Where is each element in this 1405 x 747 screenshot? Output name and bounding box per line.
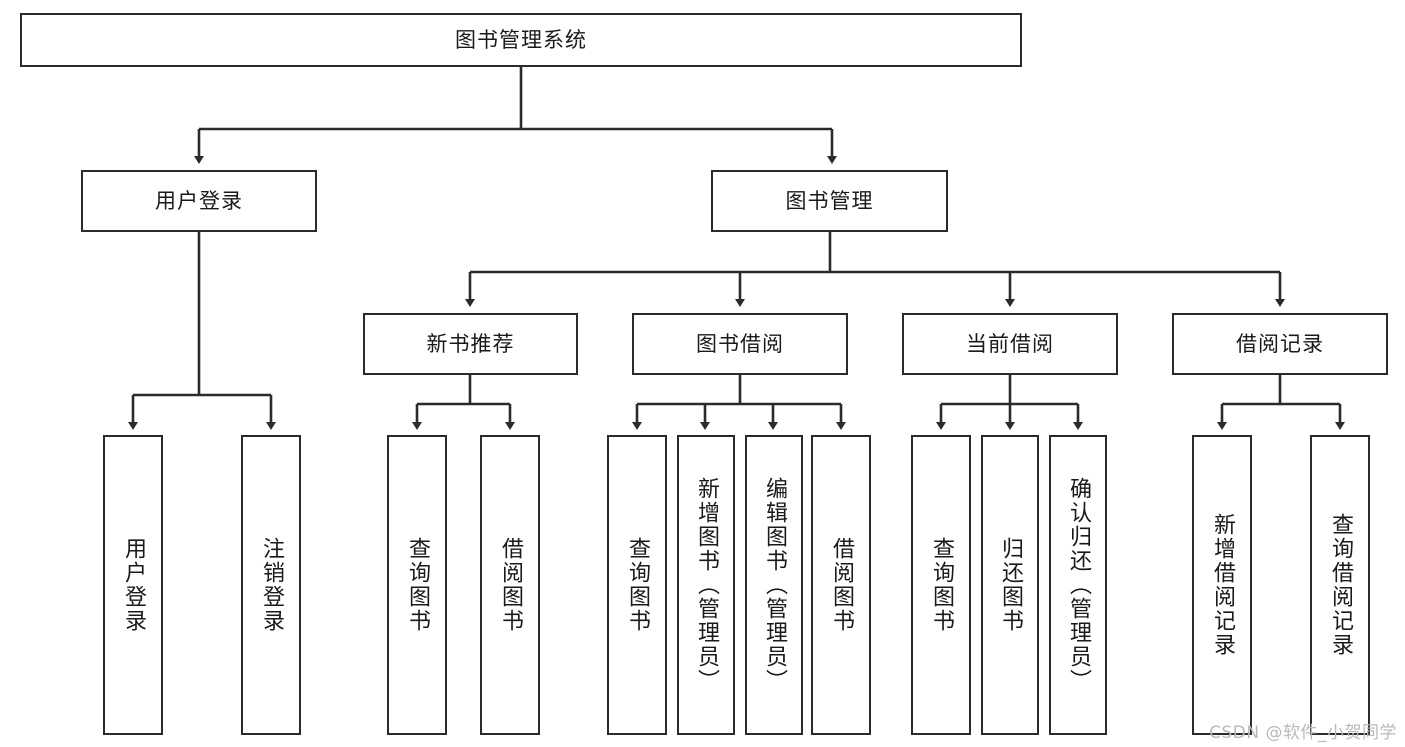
node-borrow-record-label: 借阅记录 bbox=[1236, 331, 1324, 356]
leaf-query-book-current[interactable]: 查询图书 bbox=[911, 435, 971, 735]
node-borrow-record[interactable]: 借阅记录 bbox=[1172, 313, 1388, 375]
leaf-borrow-book-recommend[interactable]: 借阅图书 bbox=[480, 435, 540, 735]
leaf-return-book[interactable]: 归还图书 bbox=[981, 435, 1039, 735]
node-new-book-recommend-label: 新书推荐 bbox=[426, 331, 515, 356]
leaf-confirm-return-admin[interactable]: 确认归还（管理员） bbox=[1049, 435, 1107, 735]
node-book-borrow-label: 图书借阅 bbox=[696, 331, 784, 356]
node-new-book-recommend[interactable]: 新书推荐 bbox=[363, 313, 578, 375]
leaf-query-book-recommend[interactable]: 查询图书 bbox=[387, 435, 447, 735]
leaf-query-book-borrow-label: 查询图书 bbox=[624, 537, 650, 633]
leaf-edit-book-admin-label: 编辑图书（管理员） bbox=[761, 477, 787, 693]
leaf-add-borrow-record-label: 新增借阅记录 bbox=[1209, 513, 1235, 657]
node-current-borrow-label: 当前借阅 bbox=[966, 331, 1054, 356]
node-book-management[interactable]: 图书管理 bbox=[711, 170, 948, 232]
leaf-query-borrow-record[interactable]: 查询借阅记录 bbox=[1310, 435, 1370, 735]
node-book-borrow[interactable]: 图书借阅 bbox=[632, 313, 848, 375]
node-root-label: 图书管理系统 bbox=[455, 27, 587, 52]
leaf-borrow-book-recommend-label: 借阅图书 bbox=[497, 537, 523, 633]
leaf-logout[interactable]: 注销登录 bbox=[241, 435, 301, 735]
leaf-user-login-label: 用户登录 bbox=[120, 537, 146, 633]
node-user-login[interactable]: 用户登录 bbox=[81, 170, 317, 232]
leaf-user-login[interactable]: 用户登录 bbox=[103, 435, 163, 735]
node-book-management-label: 图书管理 bbox=[785, 188, 874, 213]
node-current-borrow[interactable]: 当前借阅 bbox=[902, 313, 1118, 375]
node-user-login-label: 用户登录 bbox=[155, 188, 243, 213]
leaf-edit-book-admin[interactable]: 编辑图书（管理员） bbox=[745, 435, 803, 735]
leaf-add-borrow-record[interactable]: 新增借阅记录 bbox=[1192, 435, 1252, 735]
leaf-query-book-current-label: 查询图书 bbox=[928, 537, 954, 633]
leaf-add-book-admin[interactable]: 新增图书（管理员） bbox=[677, 435, 735, 735]
leaf-borrow-book[interactable]: 借阅图书 bbox=[811, 435, 871, 735]
leaf-return-book-label: 归还图书 bbox=[997, 537, 1023, 633]
leaf-add-book-admin-label: 新增图书（管理员） bbox=[693, 477, 719, 693]
leaf-borrow-book-label: 借阅图书 bbox=[828, 537, 854, 633]
leaf-query-borrow-record-label: 查询借阅记录 bbox=[1327, 513, 1353, 657]
node-root[interactable]: 图书管理系统 bbox=[20, 13, 1022, 67]
leaf-query-book-borrow[interactable]: 查询图书 bbox=[607, 435, 667, 735]
leaf-confirm-return-admin-label: 确认归还（管理员） bbox=[1065, 477, 1091, 693]
leaf-logout-label: 注销登录 bbox=[258, 537, 284, 633]
leaf-query-book-recommend-label: 查询图书 bbox=[404, 537, 430, 633]
